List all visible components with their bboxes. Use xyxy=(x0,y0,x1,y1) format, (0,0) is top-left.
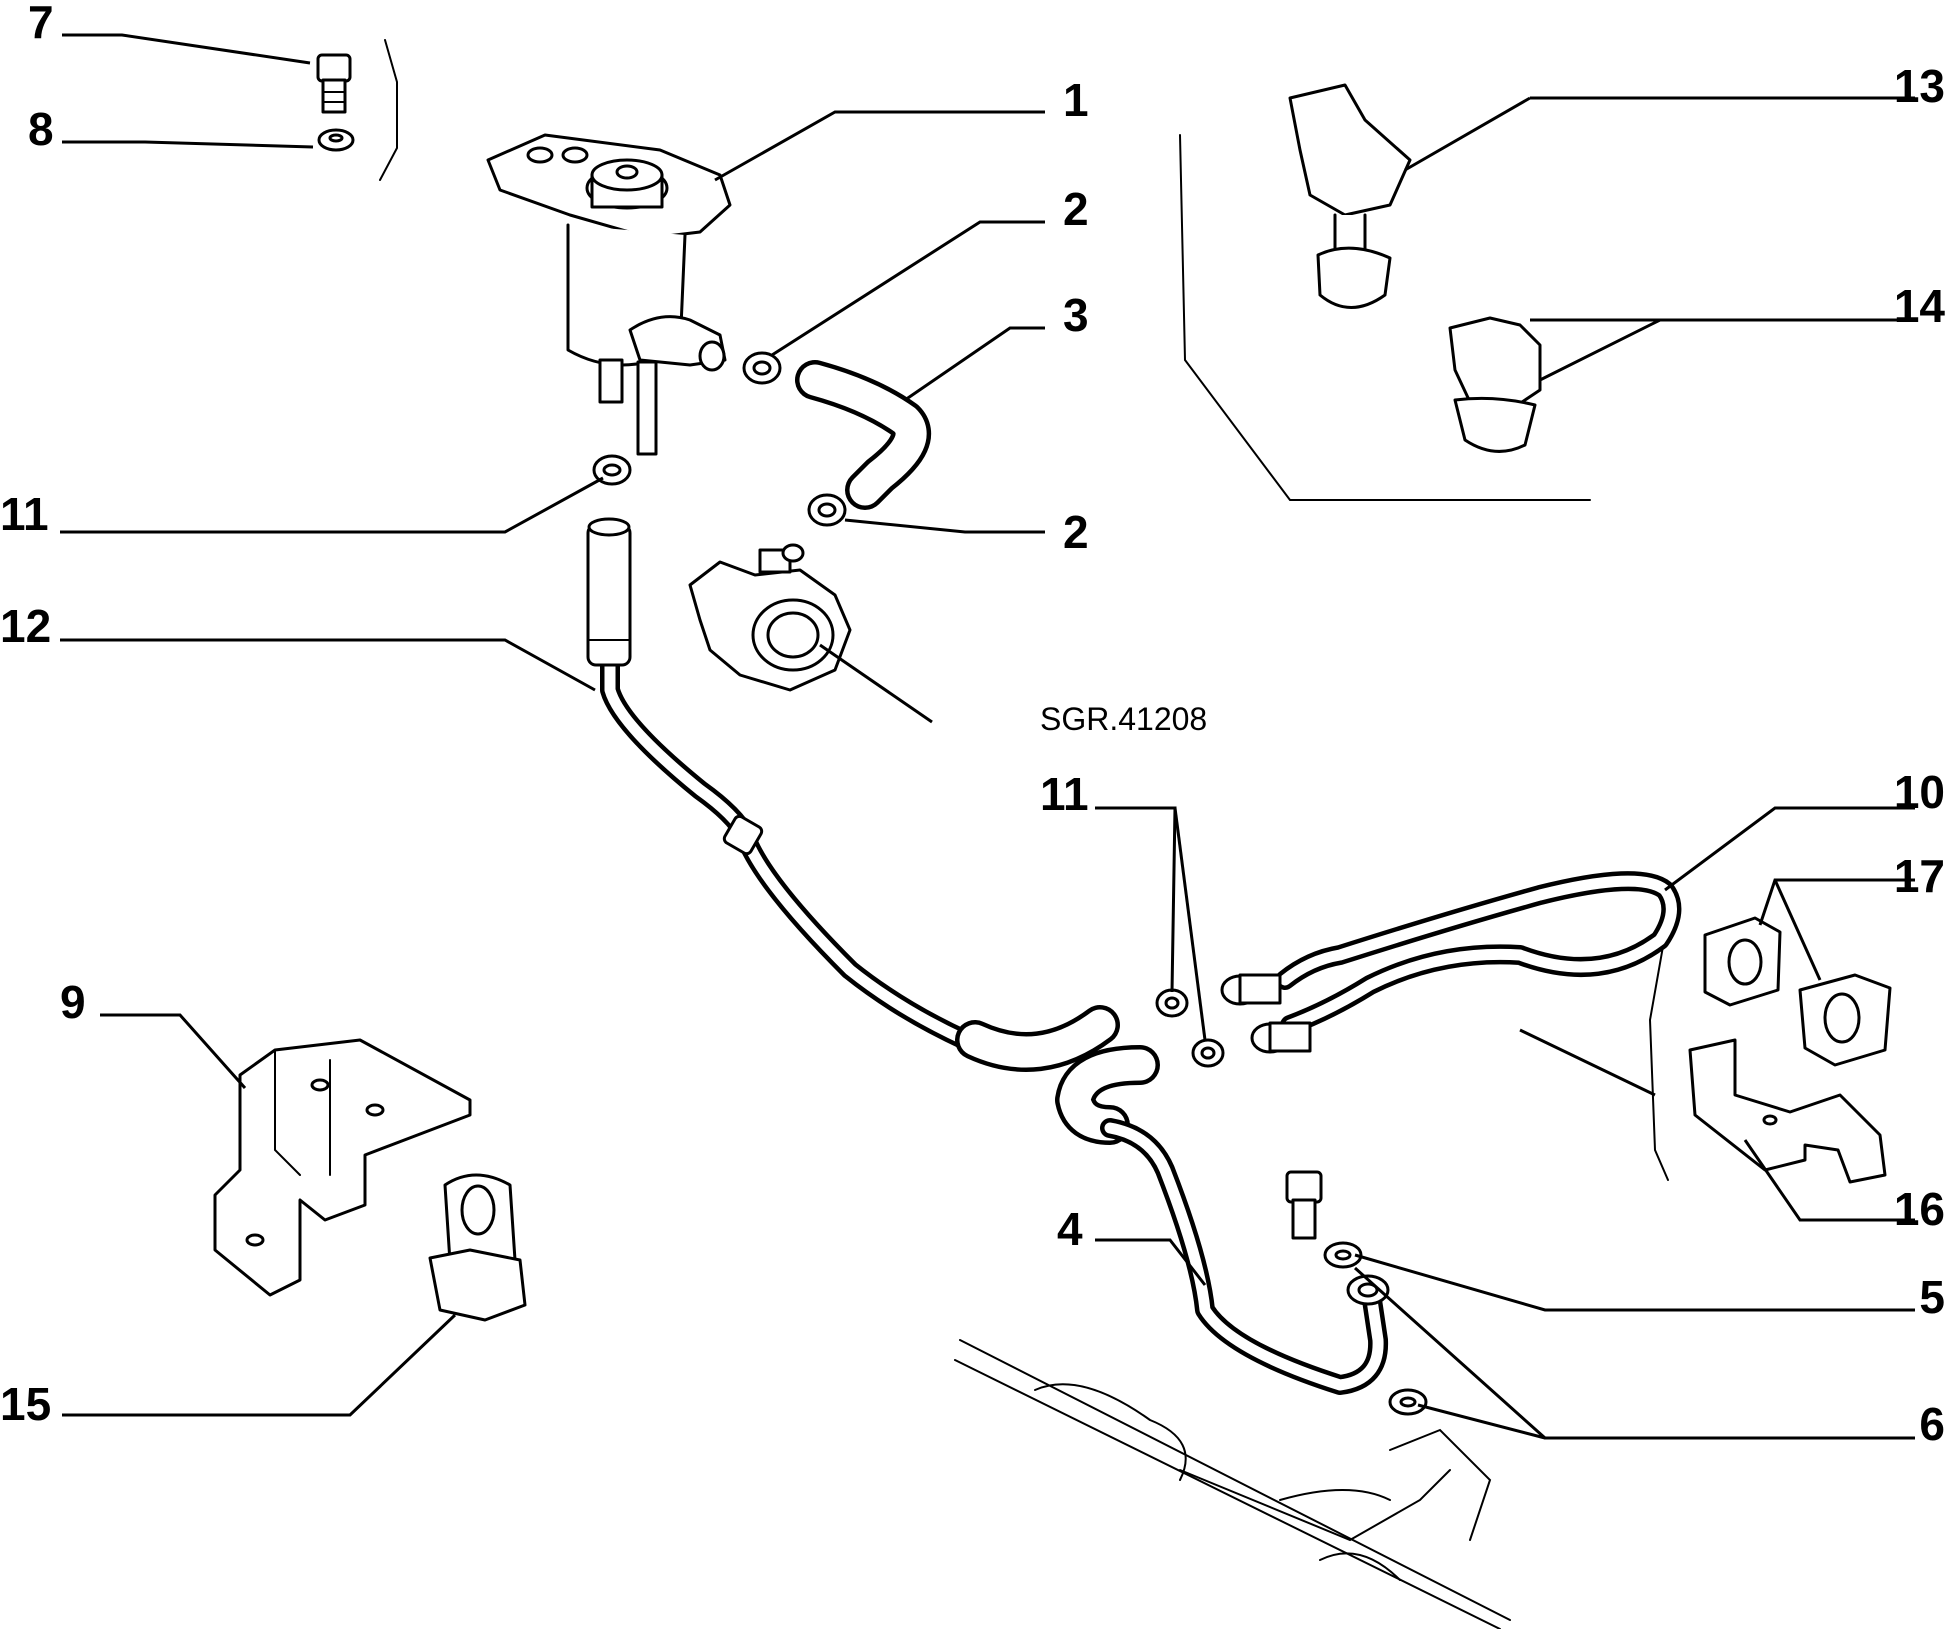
sgr-reference-label: SGR.41208 xyxy=(1040,701,1207,737)
part-2-clamp-upper xyxy=(742,351,782,385)
callout-10: 10 xyxy=(1894,766,1945,818)
grouping-brackets xyxy=(379,39,1669,1181)
part-17-bush-b xyxy=(1798,973,1892,1067)
pump-sgr-41208 xyxy=(688,543,852,692)
part-17-bush-a xyxy=(1703,916,1782,1007)
callout-15: 15 xyxy=(0,1378,51,1430)
callout-12: 12 xyxy=(0,600,51,652)
callout-2-lower: 2 xyxy=(1063,506,1089,558)
callout-labels: 7 8 1 2 3 2 11 12 SGR.41208 13 14 11 10 … xyxy=(0,0,1945,1450)
part-11-clamp-a xyxy=(1155,988,1189,1018)
callout-9: 9 xyxy=(60,976,86,1028)
part-1-reservoir xyxy=(486,133,732,456)
part-11-clamp-upper xyxy=(592,454,632,486)
callout-8: 8 xyxy=(28,103,54,155)
callout-11-lower: 11 xyxy=(1040,768,1089,820)
part-13-clip xyxy=(1288,83,1412,309)
part-12-return-pipe xyxy=(586,517,1120,1072)
leader-lines xyxy=(60,33,1915,1440)
part-5-bolt xyxy=(1285,1170,1323,1240)
callout-1: 1 xyxy=(1063,74,1089,126)
part-2-clamp-lower xyxy=(807,493,847,527)
callout-14: 14 xyxy=(1894,280,1946,332)
part-6-washer-lower xyxy=(1388,1388,1428,1416)
part-9-bracket xyxy=(213,1038,472,1297)
callout-11-upper: 11 xyxy=(0,488,49,540)
callout-16: 16 xyxy=(1894,1183,1945,1235)
callout-3: 3 xyxy=(1063,289,1089,341)
callout-2-upper: 2 xyxy=(1063,183,1089,235)
steering-rack xyxy=(954,1339,1511,1629)
part-8-washer xyxy=(317,128,355,152)
callout-17: 17 xyxy=(1894,850,1945,902)
part-16-bracket xyxy=(1688,1038,1887,1184)
part-14-clip xyxy=(1448,316,1542,453)
part-4-pressure-pipe xyxy=(1055,1045,1390,1395)
callout-13: 13 xyxy=(1894,60,1945,112)
callout-4: 4 xyxy=(1057,1203,1083,1255)
part-15-clip xyxy=(428,1173,527,1322)
callout-7: 7 xyxy=(28,0,54,48)
part-3-hose xyxy=(795,360,932,510)
part-6-washer-upper xyxy=(1323,1241,1363,1269)
part-7-bolt xyxy=(316,53,352,114)
callout-5: 5 xyxy=(1919,1271,1945,1323)
part-10-cooling-pipes xyxy=(1220,871,1682,1054)
callout-6: 6 xyxy=(1919,1398,1945,1450)
part-11-clamp-b xyxy=(1191,1038,1225,1068)
